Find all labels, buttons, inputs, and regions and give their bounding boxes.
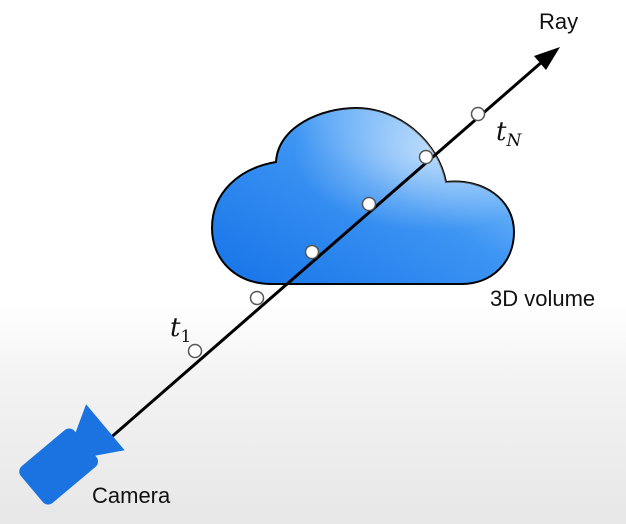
sample-point — [249, 290, 265, 306]
ray-arrowhead — [534, 47, 560, 70]
ray-label: Ray — [539, 9, 578, 34]
sample-label-tN: tN — [496, 117, 522, 151]
ray-line — [107, 59, 544, 442]
t1-base: t — [170, 313, 181, 343]
sample-point-tN — [470, 106, 486, 122]
camera-label: Camera — [92, 483, 171, 508]
camera-icon — [19, 404, 125, 505]
t1-subscript: 1 — [180, 327, 191, 347]
volume-label: 3D volume — [490, 286, 595, 311]
tN-base: t — [496, 117, 507, 147]
tN-subscript: N — [505, 131, 522, 151]
sample-point — [418, 149, 434, 165]
sample-point — [361, 196, 377, 212]
sample-label-t1: t1 — [170, 313, 191, 347]
cloud-volume — [210, 106, 516, 285]
sample-point — [304, 244, 320, 260]
sample-point-t1 — [187, 343, 203, 359]
